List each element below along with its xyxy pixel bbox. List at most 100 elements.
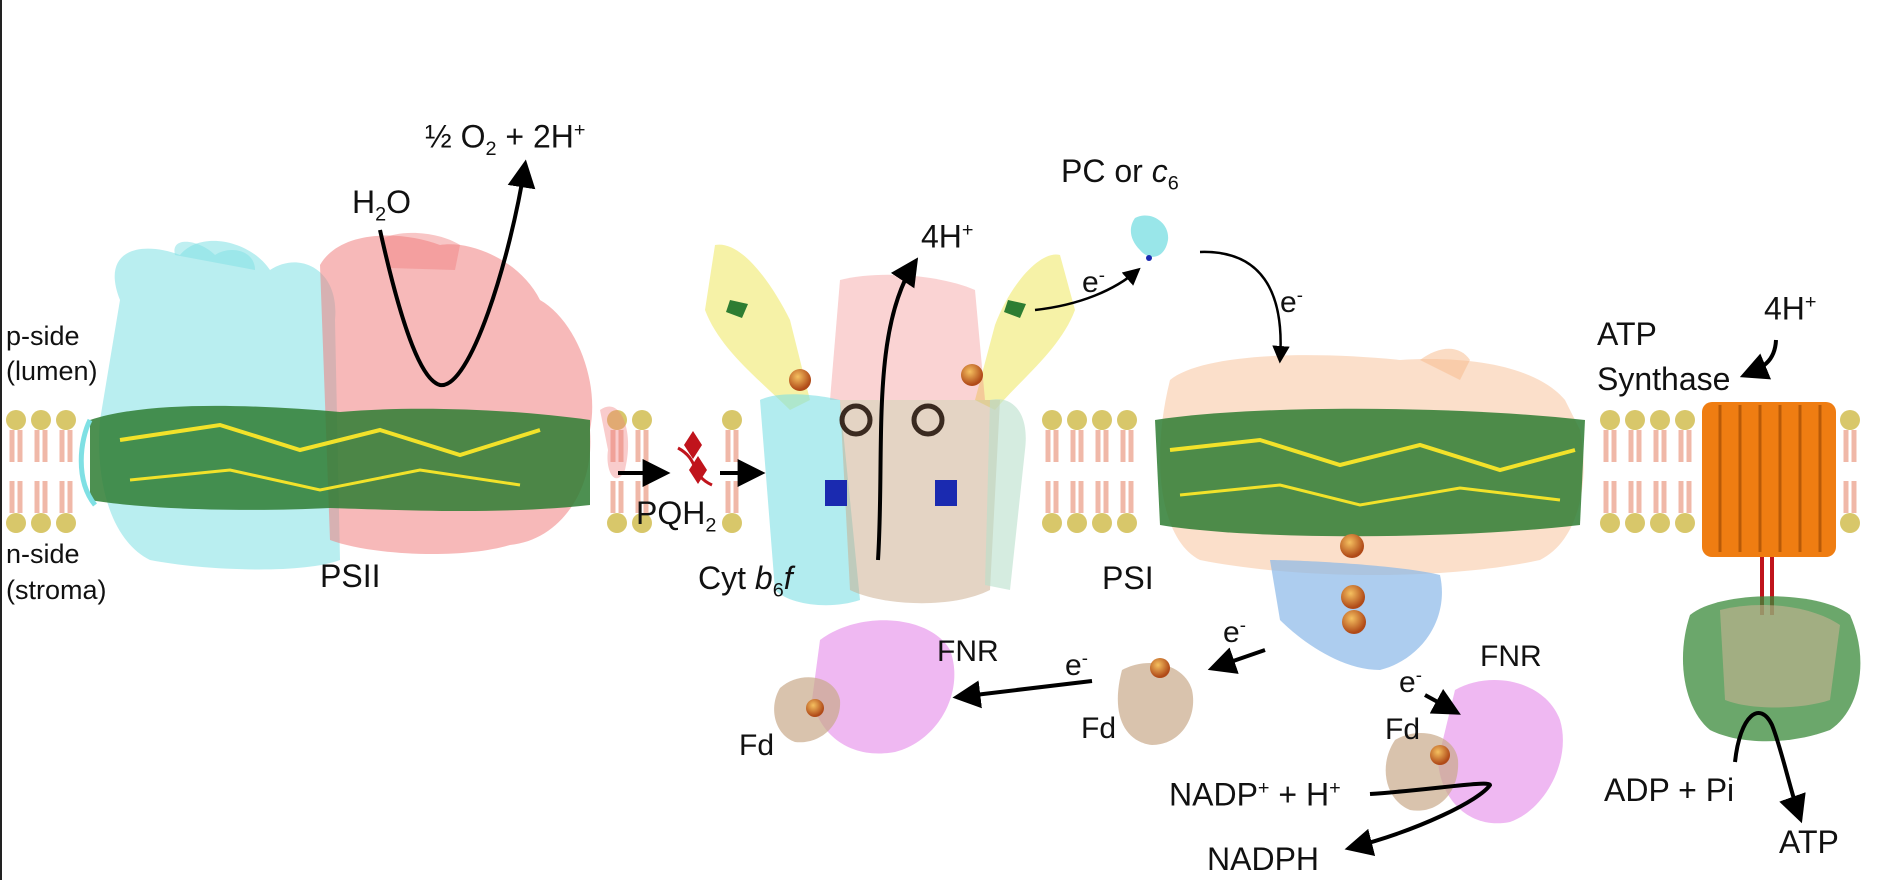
electron-label-fd: e- bbox=[1223, 614, 1246, 649]
electron-label-psi: e- bbox=[1280, 284, 1303, 319]
lipid-head bbox=[632, 410, 652, 430]
lipid-head bbox=[6, 410, 26, 430]
lipid-tail bbox=[1603, 430, 1617, 462]
lipid-head bbox=[56, 410, 76, 430]
lipid-head bbox=[1650, 410, 1670, 430]
adp-label: ADP + Pi bbox=[1604, 772, 1735, 808]
p-side-label: p-side bbox=[6, 321, 80, 351]
lipid-head bbox=[1675, 410, 1695, 430]
fd-right-label: Fd bbox=[1385, 713, 1421, 746]
psi-structure bbox=[1155, 348, 1585, 670]
lipid-head bbox=[1840, 513, 1860, 533]
plastocyanin-structure bbox=[1130, 215, 1169, 261]
psi-to-fd-arrow bbox=[1207, 647, 1266, 674]
lipid-head bbox=[1600, 513, 1620, 533]
fnr-right-structure bbox=[1385, 680, 1563, 824]
lipid-tail bbox=[34, 430, 48, 462]
lipid-tail bbox=[1653, 430, 1667, 462]
lipid-tail bbox=[1843, 430, 1857, 462]
lipid-tail bbox=[1628, 481, 1642, 513]
protons-cyt-label: 4H+ bbox=[921, 218, 974, 255]
protons-atp-label: 4H+ bbox=[1764, 290, 1817, 327]
e-to-fnr-arrow bbox=[1424, 688, 1461, 715]
lipid-tail bbox=[1120, 481, 1134, 513]
fd-mid-label: Fd bbox=[1081, 712, 1117, 745]
lipid-tail bbox=[1678, 430, 1692, 462]
lipid-head bbox=[31, 410, 51, 430]
lipid-tail bbox=[9, 481, 23, 513]
lipid-head bbox=[1625, 513, 1645, 533]
electron-label-fnr-right: e- bbox=[1399, 664, 1422, 699]
lipid-head bbox=[607, 513, 627, 533]
lipid-head bbox=[1625, 410, 1645, 430]
psi-label: PSI bbox=[1102, 560, 1154, 596]
lipid-tail bbox=[725, 430, 739, 462]
lipid-tail bbox=[1628, 430, 1642, 462]
lipid-head bbox=[1067, 410, 1087, 430]
lipid-tail bbox=[9, 430, 23, 462]
lipid-tail bbox=[1603, 481, 1617, 513]
water-oxidation-arrow bbox=[378, 159, 536, 388]
lipid-head bbox=[1092, 410, 1112, 430]
pqh2-label: PQH2 bbox=[636, 495, 717, 537]
psii-label: PSII bbox=[320, 558, 381, 594]
adp-to-atp-arrow bbox=[1733, 711, 1806, 824]
lipid-tail bbox=[1045, 430, 1059, 462]
lipid-head bbox=[1117, 513, 1137, 533]
lipid-head bbox=[6, 513, 26, 533]
n-side-label: n-side bbox=[6, 539, 80, 569]
electron-label-cyt: e- bbox=[1082, 264, 1105, 299]
stroma-label: (stroma) bbox=[6, 575, 107, 605]
electron-label-fnr: e- bbox=[1065, 647, 1088, 682]
pc-or-c6-label: PC or c6 bbox=[1061, 153, 1179, 195]
lipid-tail bbox=[1070, 430, 1084, 462]
fnr-right-label: FNR bbox=[1480, 640, 1542, 673]
atp-synthase-label-line1: ATP bbox=[1597, 316, 1657, 352]
nadp-to-nadph-arrow bbox=[1344, 781, 1493, 856]
lipid-tail bbox=[610, 481, 624, 513]
lipid-head bbox=[1600, 410, 1620, 430]
electron-flow-arrows bbox=[378, 159, 1806, 856]
lipid-head bbox=[31, 513, 51, 533]
water-label: H2O bbox=[352, 184, 412, 226]
lipid-tail bbox=[610, 430, 624, 462]
psii-structure bbox=[78, 232, 629, 570]
lipid-tail bbox=[1678, 481, 1692, 513]
lipid-tail bbox=[1045, 481, 1059, 513]
lumen-label: (lumen) bbox=[6, 356, 98, 386]
lipid-head bbox=[1042, 410, 1062, 430]
lipid-head bbox=[607, 410, 627, 430]
lipid-head bbox=[1042, 513, 1062, 533]
nadph-label: NADPH bbox=[1207, 841, 1320, 877]
oxygen-label: ½ O2 + 2H+ bbox=[425, 118, 586, 161]
cyt-b6f-label: Cyt b6f bbox=[698, 560, 793, 602]
fnr-left-label: FNR bbox=[937, 635, 999, 668]
lipid-head bbox=[722, 410, 742, 430]
lipid-head bbox=[1092, 513, 1112, 533]
lipid-tail bbox=[59, 481, 73, 513]
lipid-head bbox=[632, 513, 652, 533]
lipid-tail bbox=[725, 481, 739, 513]
atp-synthase-label-line2: Synthase bbox=[1597, 361, 1731, 397]
lipid-bilayer bbox=[6, 410, 1860, 533]
lipid-tail bbox=[59, 430, 73, 462]
lipid-tail bbox=[1095, 481, 1109, 513]
lipid-tail bbox=[1843, 481, 1857, 513]
atp-label: ATP bbox=[1779, 824, 1839, 860]
lipid-tail bbox=[635, 430, 649, 462]
atp-synthase-structure bbox=[1682, 402, 1861, 742]
lipid-tail bbox=[34, 481, 48, 513]
lipid-head bbox=[1675, 513, 1695, 533]
lipid-head bbox=[56, 513, 76, 533]
lipid-tail bbox=[1070, 481, 1084, 513]
cyt-proton-arrow bbox=[876, 257, 919, 561]
nadp-label: NADP+ + H+ bbox=[1169, 776, 1341, 813]
fd-to-fnr-arrow bbox=[952, 679, 1093, 709]
lipid-head bbox=[1650, 513, 1670, 533]
fnr-left-structure bbox=[774, 620, 955, 754]
fd-left-label: Fd bbox=[739, 729, 775, 762]
atp-proton-arrow bbox=[1739, 339, 1778, 380]
lipid-tail bbox=[1120, 430, 1134, 462]
lipid-head bbox=[1117, 410, 1137, 430]
